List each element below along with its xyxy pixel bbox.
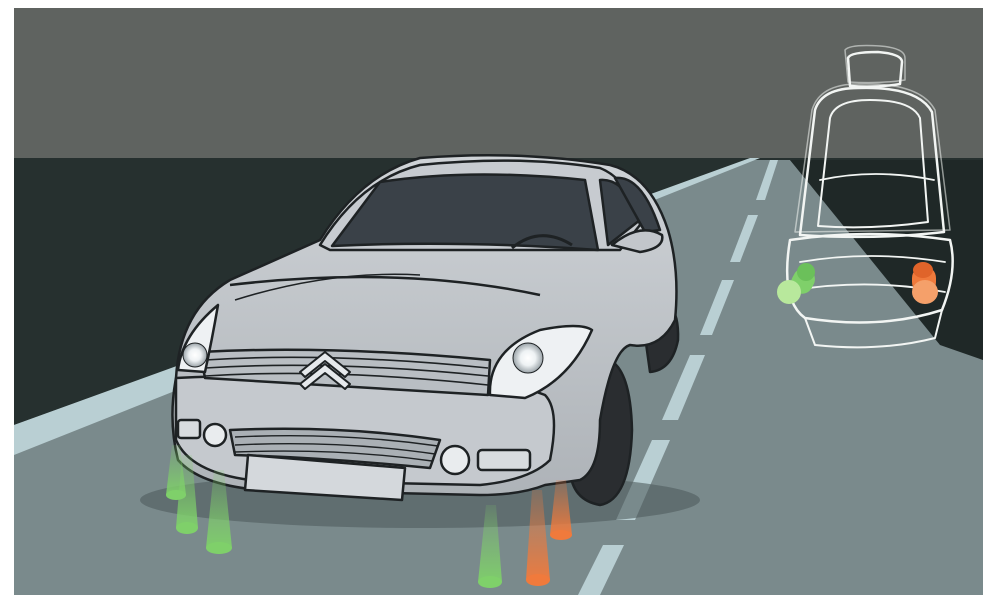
sky-background [14,8,983,160]
fog-light-left [204,424,226,446]
indicator-right [478,450,530,470]
fog-light-right [441,446,469,474]
indicator-left [178,420,200,438]
